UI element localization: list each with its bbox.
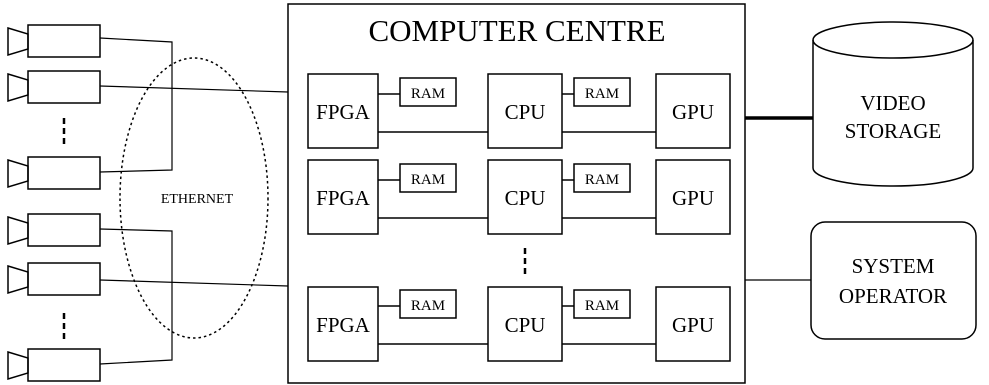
fpga-label: FPGA [316,186,371,210]
computer-centre-frame [287,3,746,384]
camera-icon [7,213,101,247]
gpu-block [655,159,731,235]
camera-bus-top [99,37,289,173]
gpu-block [655,73,731,149]
ram-block [399,163,457,193]
system-operator-box [810,221,977,340]
ram-block [573,77,631,107]
ram-block [573,163,631,193]
cpu-label: CPU [505,186,546,210]
system-operator-label: OPERATOR [839,284,947,308]
camera-icon [7,262,101,296]
ram-label: RAM [411,172,445,188]
fpga-block [307,73,379,149]
cpu-block [487,73,563,149]
video-storage-cylinder [812,21,974,187]
ram-label: RAM [411,86,445,102]
ram-block [399,289,457,319]
cpu-label: CPU [505,100,546,124]
ram-block [573,289,631,319]
processing-node-row: FPGA RAM CPU RAM GPU [307,286,731,362]
fpga-label: FPGA [316,100,371,124]
camera-group-bottom [7,213,101,382]
camera-bus-bottom [99,228,289,365]
fpga-block [307,159,379,235]
ram-label: RAM [585,298,619,314]
fpga-label: FPGA [316,313,371,337]
ram-label: RAM [585,86,619,102]
ethernet-cloud [119,57,269,339]
gpu-label: GPU [672,186,714,210]
cpu-block [487,159,563,235]
gpu-label: GPU [672,100,714,124]
camera-icon [7,348,101,382]
camera-icon [7,24,101,58]
cpu-block [487,286,563,362]
ram-label: RAM [585,172,619,188]
camera-group-top [7,24,101,190]
gpu-label: GPU [672,313,714,337]
camera-icon [7,70,101,104]
video-storage-label: VIDEO [860,91,925,115]
video-storage-label: STORAGE [845,119,941,143]
ram-label: RAM [411,298,445,314]
processing-node-row: FPGA RAM CPU RAM GPU [307,73,731,149]
system-operator-label: SYSTEM [852,254,935,278]
computer-centre-title: COMPUTER CENTRE [368,13,665,48]
ram-block [399,77,457,107]
camera-icon [7,156,101,190]
ethernet-label: ETHERNET [161,192,234,207]
gpu-block [655,286,731,362]
processing-node-row: FPGA RAM CPU RAM GPU [307,159,731,235]
fpga-block [307,286,379,362]
cpu-label: CPU [505,313,546,337]
